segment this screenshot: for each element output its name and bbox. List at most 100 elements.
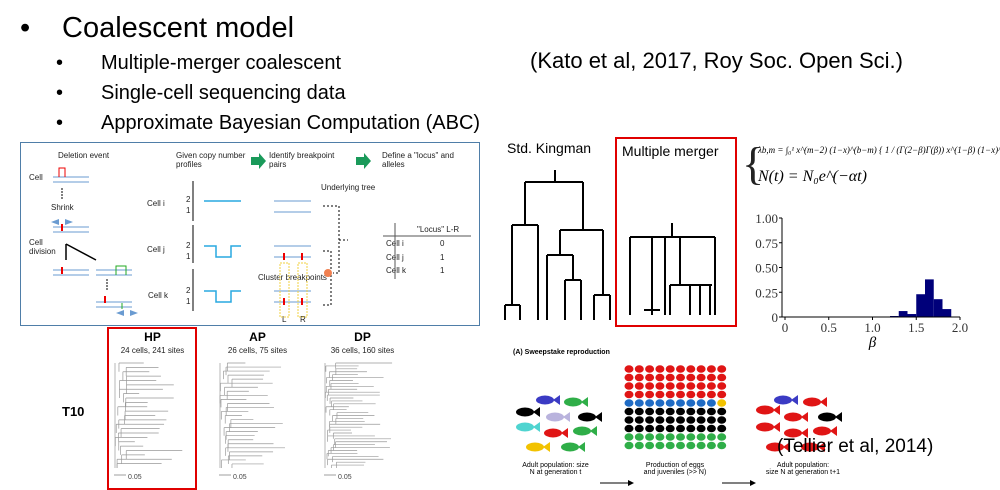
fish-tail	[563, 412, 570, 422]
egg-dot	[645, 407, 655, 416]
sweepstake-title: (A) Sweepstake reproduction	[513, 349, 610, 356]
egg-dot	[645, 399, 655, 407]
phylogenetic-tree	[324, 362, 393, 476]
tree-scale-label: 0.05	[338, 474, 352, 481]
egg-dot	[717, 416, 727, 424]
fish-body	[578, 412, 596, 422]
phylogenetic-tree	[219, 362, 285, 476]
egg-dot	[655, 433, 665, 441]
x-tick-label: 0	[782, 320, 789, 335]
breakpoint-L-label: L	[282, 315, 287, 324]
fish-icon	[536, 395, 560, 405]
cell-division-label: Cell division	[29, 238, 56, 256]
egg-dot	[655, 373, 665, 382]
fish-icon	[756, 422, 780, 432]
cell-i-label: Cell i	[147, 199, 165, 208]
locus-table-cell: Cell k	[386, 266, 407, 275]
egg-dot	[634, 365, 644, 373]
tree-panel-name: DP	[354, 330, 371, 344]
egg-dot	[706, 424, 716, 433]
fish-body	[536, 395, 554, 405]
fish-icon	[774, 395, 798, 405]
egg-dot	[686, 382, 696, 390]
fish-body	[516, 407, 534, 417]
kingman-tree	[504, 170, 611, 320]
egg-dot	[655, 365, 665, 373]
formula-line1: λb,m = ∫₀¹ x^(m−2) (1−x)^(b−m) { 1 / (Γ(…	[758, 145, 1000, 155]
fish-icon	[766, 442, 790, 452]
x-tick-label: 2.0	[952, 320, 968, 335]
fish-icon	[573, 426, 597, 436]
egg-dot	[676, 407, 685, 416]
egg-dot	[686, 407, 696, 416]
egg-dot	[696, 441, 706, 450]
fish-tail	[578, 442, 585, 452]
egg-dot	[634, 399, 644, 407]
bullet-marker: •	[56, 52, 64, 74]
histogram-bar	[907, 314, 917, 317]
egg-dot	[634, 390, 644, 399]
egg-dot	[686, 424, 696, 433]
fish-tail	[820, 397, 827, 407]
egg-dot	[717, 382, 727, 390]
sweepstake-figure	[516, 365, 842, 486]
egg-dot	[655, 399, 665, 407]
arrow-head-icon	[628, 480, 634, 486]
citation-kato: (Kato et al, 2017, Roy Soc. Open Sci.)	[530, 48, 903, 73]
egg-dot	[676, 382, 685, 390]
bullet-marker: •	[56, 112, 64, 134]
egg-dot	[645, 382, 655, 390]
x-axis-label: β	[868, 335, 877, 351]
fish-icon	[578, 412, 602, 422]
egg-dot	[717, 433, 727, 441]
fish-icon	[803, 397, 827, 407]
fish-icon	[526, 442, 550, 452]
egg-dot	[696, 416, 706, 424]
egg-dot	[686, 441, 696, 450]
egg-dot	[696, 373, 706, 382]
tree-scale-label: 0.05	[233, 474, 247, 481]
fish-body	[561, 442, 579, 452]
fish-tail	[830, 426, 837, 436]
egg-dot	[665, 424, 675, 433]
fish-tail	[835, 412, 842, 422]
histogram-bar	[942, 309, 952, 317]
egg-dot	[706, 390, 716, 399]
egg-dot	[624, 441, 634, 450]
tree-panel-subtitle: 36 cells, 160 sites	[330, 346, 395, 355]
egg-dot	[706, 399, 716, 407]
egg-dot	[686, 373, 696, 382]
fish-tail	[595, 412, 602, 422]
fish-tail	[561, 428, 568, 438]
fish-tail	[773, 405, 780, 415]
pipeline-figure: Deletion event Cell Shrink Cell division…	[20, 142, 480, 326]
egg-dot	[676, 399, 685, 407]
egg-dot	[624, 433, 634, 441]
tree-panel-name: HP	[144, 330, 161, 344]
y-tick-label: 0.25	[755, 285, 778, 300]
fish-body	[784, 412, 802, 422]
egg-dot	[645, 390, 655, 399]
egg-dot	[634, 424, 644, 433]
tick-label: 1	[186, 252, 191, 261]
egg-dot	[686, 416, 696, 424]
locus-table-header: "Locus" L-R	[417, 225, 460, 234]
fish-body	[766, 442, 784, 452]
egg-dot	[706, 433, 716, 441]
fish-icon	[784, 412, 808, 422]
egg-dot	[655, 441, 665, 450]
fish-tail	[581, 397, 588, 407]
slide-title: Coalescent model	[62, 12, 295, 44]
histogram-bar	[916, 294, 925, 317]
fish-body	[564, 397, 582, 407]
cell-k-label: Cell k	[148, 291, 169, 300]
egg-dot	[717, 390, 727, 399]
egg-dot	[645, 373, 655, 382]
brace-icon: {	[742, 138, 765, 189]
egg-dot	[624, 390, 634, 399]
fish-icon	[561, 442, 585, 452]
fish-body	[813, 426, 831, 436]
